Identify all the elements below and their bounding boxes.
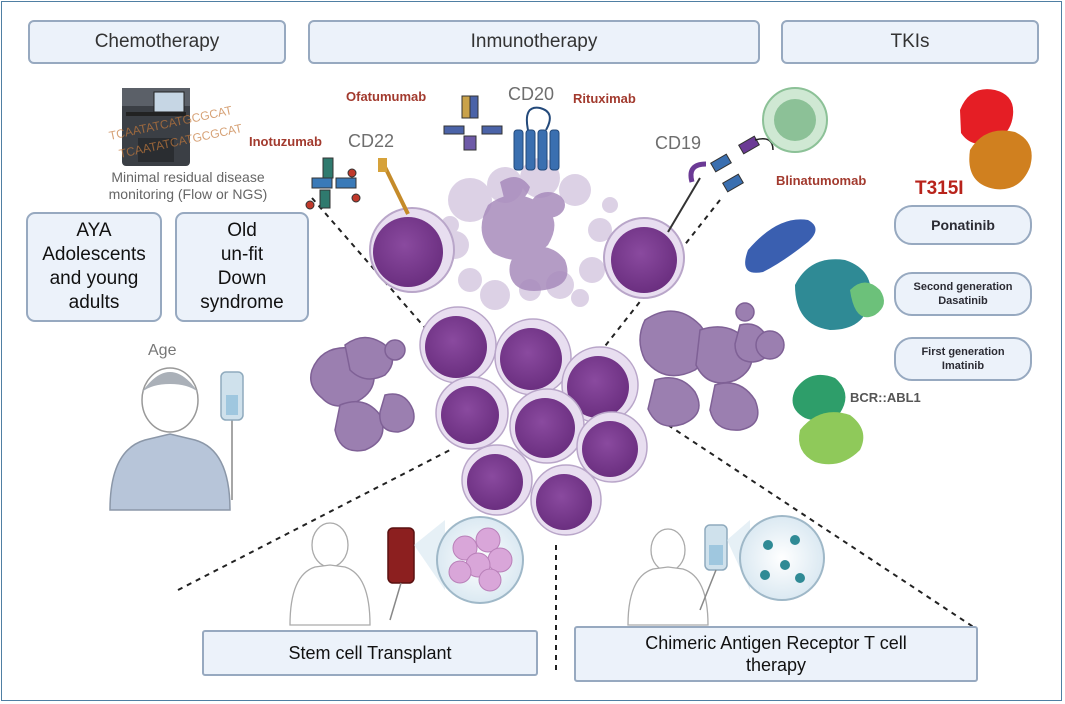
cd19-receptor-icon <box>667 161 707 233</box>
blood-bag-icon <box>387 527 415 621</box>
second-generation-pill: Second generation Dasatinib <box>894 272 1032 316</box>
cd22-receptor-icon <box>378 158 410 215</box>
patient-age-figure <box>109 367 244 511</box>
blast-cell <box>509 388 585 464</box>
dasatinib-label: Dasatinib <box>938 295 988 307</box>
cd20-label: CD20 <box>508 84 555 104</box>
connector-immuno-right <box>597 199 721 356</box>
second-generation-label: Second generation <box>913 281 1013 293</box>
blast-cell <box>435 376 509 450</box>
stem-cell-transplant-box: Stem cell Transplant <box>202 630 538 676</box>
age-label: Age <box>148 342 177 359</box>
old-unfit-box: Old un-fit Down syndrome <box>175 212 309 322</box>
ofatumumab-antibody-icon <box>443 95 503 151</box>
cd19-label: CD19 <box>655 133 702 153</box>
blinatumomab-label: Blinatumomab <box>776 173 867 188</box>
ofatumumab-label: Ofatumumab <box>346 89 427 104</box>
tkis-header: TKIs <box>781 20 1039 64</box>
immuno-blast-right <box>603 217 685 299</box>
sequencer-machine <box>122 88 190 166</box>
blast-cell <box>461 444 533 516</box>
aya-box: AYA Adolescents and young adults <box>26 212 162 322</box>
rituximab-label: Rituximab <box>573 91 636 106</box>
blast-cell <box>561 346 639 424</box>
dashed-connectors <box>177 197 976 670</box>
sct-patient-figure <box>289 522 371 626</box>
connector-immuno-left <box>311 197 441 346</box>
connector-sct <box>177 449 451 591</box>
cell-debris-dark <box>481 177 568 291</box>
cart-patient-figure <box>627 528 709 626</box>
cart-iv-bag-icon <box>699 524 728 611</box>
chemotherapy-header: Chemotherapy <box>28 20 286 64</box>
car-t-cell-therapy-box: Chimeric Antigen Receptor T cell therapy <box>574 626 978 682</box>
cd22-label: CD22 <box>348 131 395 151</box>
blast-cell <box>576 411 648 483</box>
right-debris <box>639 302 785 431</box>
left-debris <box>310 336 415 452</box>
blinatumomab-bite-icon <box>710 135 774 193</box>
first-generation-pill: First generation Imatinib <box>894 337 1032 381</box>
t-cell-icon <box>762 87 828 153</box>
inotuzumab-label: Inotuzumab <box>249 134 322 149</box>
cart-cells-zoom-circle <box>727 515 825 601</box>
inotuzumab-antibody-icon <box>305 157 361 210</box>
ponatinib-pill: Ponatinib <box>894 205 1032 245</box>
mrd-label: Minimal residual disease monitoring (Flo… <box>108 169 268 202</box>
stem-cell-zoom-circle <box>414 516 524 604</box>
blast-cell <box>530 464 602 536</box>
connector-cart <box>667 424 976 629</box>
t315i-protein-icon <box>960 89 1032 190</box>
bcr-abl1-label: BCR::ABL1 <box>850 390 921 405</box>
first-generation-label: First generation <box>921 346 1005 358</box>
blast-cell <box>419 306 497 384</box>
central-blast-cluster <box>419 306 648 536</box>
immuno-blast-left <box>369 207 455 293</box>
bcr-abl1-protein-icon <box>792 374 864 465</box>
imatinib-label: Imatinib <box>941 360 985 372</box>
cd20-receptor-icon <box>513 106 560 171</box>
bcr-protein-icon <box>745 219 816 273</box>
blast-cell <box>494 318 572 396</box>
t315i-label: T315I <box>915 178 964 199</box>
dasatinib-protein-icon <box>795 259 884 330</box>
immunotherapy-header: Inmunotherapy <box>308 20 760 64</box>
